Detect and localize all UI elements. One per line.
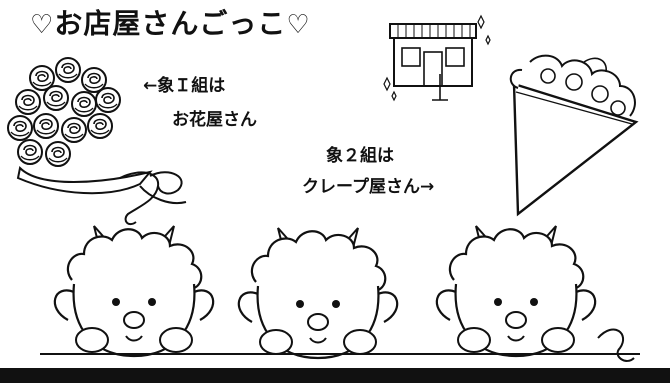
shop-building-icon: [383, 14, 491, 102]
group2-label-line2: クレープ屋さん→: [302, 177, 435, 197]
title-text: お店屋さんごっこ: [54, 7, 287, 40]
oni-character-1: [53, 224, 215, 358]
group1-label-line1: ←象Ｉ組は: [143, 76, 226, 96]
bottom-bar: [0, 368, 670, 383]
heart-left-icon: ♡: [30, 10, 55, 40]
flower-bouquet-icon: [7, 57, 187, 226]
page-title: ♡お店屋さんごっこ♡: [30, 7, 311, 40]
group2-label-line1: 象２組は: [326, 146, 394, 166]
oni-character-3: [435, 224, 635, 362]
crepe-icon: [509, 54, 639, 217]
oni-character-2: [237, 226, 399, 360]
group1-label-line2: お花屋さん: [172, 110, 257, 130]
heart-right-icon: ♡: [286, 10, 311, 40]
